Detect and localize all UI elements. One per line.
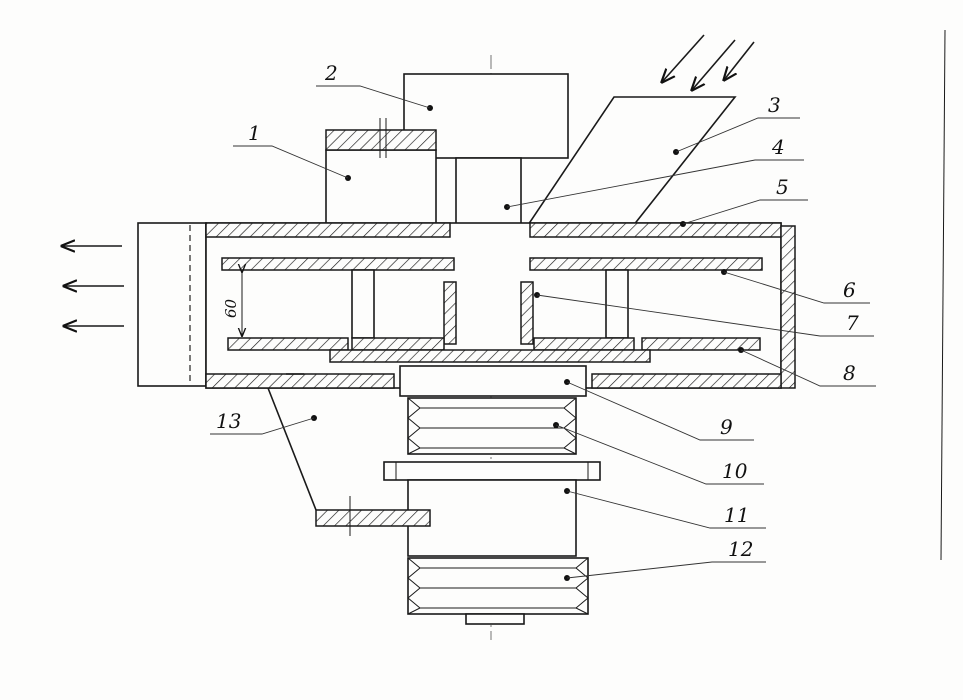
leader-lines (210, 85, 876, 579)
page-border-line (940, 29, 946, 561)
incoming-arrows (662, 34, 755, 90)
callout-2: 2 (324, 61, 338, 85)
outlet-flow-arrows (62, 246, 124, 326)
callout-11: 11 (724, 503, 749, 527)
upper-disk (221, 257, 763, 271)
callout-labels: 1 2 3 4 5 6 7 8 9 10 11 12 13 (216, 61, 859, 561)
callout-6: 6 (843, 278, 856, 302)
callout-4: 4 (771, 135, 785, 159)
callout-7: 7 (846, 311, 859, 335)
motor-flange (383, 461, 601, 481)
callout-12: 12 (728, 537, 753, 561)
coupling-block (399, 365, 587, 397)
dimension-60: 60 (222, 272, 242, 336)
inner-posts (351, 269, 629, 339)
callout-8: 8 (843, 361, 856, 385)
side-box (325, 118, 437, 227)
outlet-housing (137, 222, 207, 387)
callout-9: 9 (720, 415, 733, 439)
dimension-label: 60 (222, 298, 240, 318)
callout-3: 3 (768, 93, 781, 117)
callout-1: 1 (248, 121, 261, 145)
main-housing (205, 222, 796, 389)
callout-13: 13 (216, 409, 241, 433)
lower-pulley (407, 557, 589, 625)
support-bracket (267, 373, 431, 536)
callout-10: 10 (722, 459, 748, 483)
upper-pulley (407, 397, 577, 455)
motor-body (407, 479, 577, 557)
hub-sleeves (443, 281, 534, 345)
lower-disk (227, 337, 761, 363)
callout-5: 5 (776, 175, 789, 199)
